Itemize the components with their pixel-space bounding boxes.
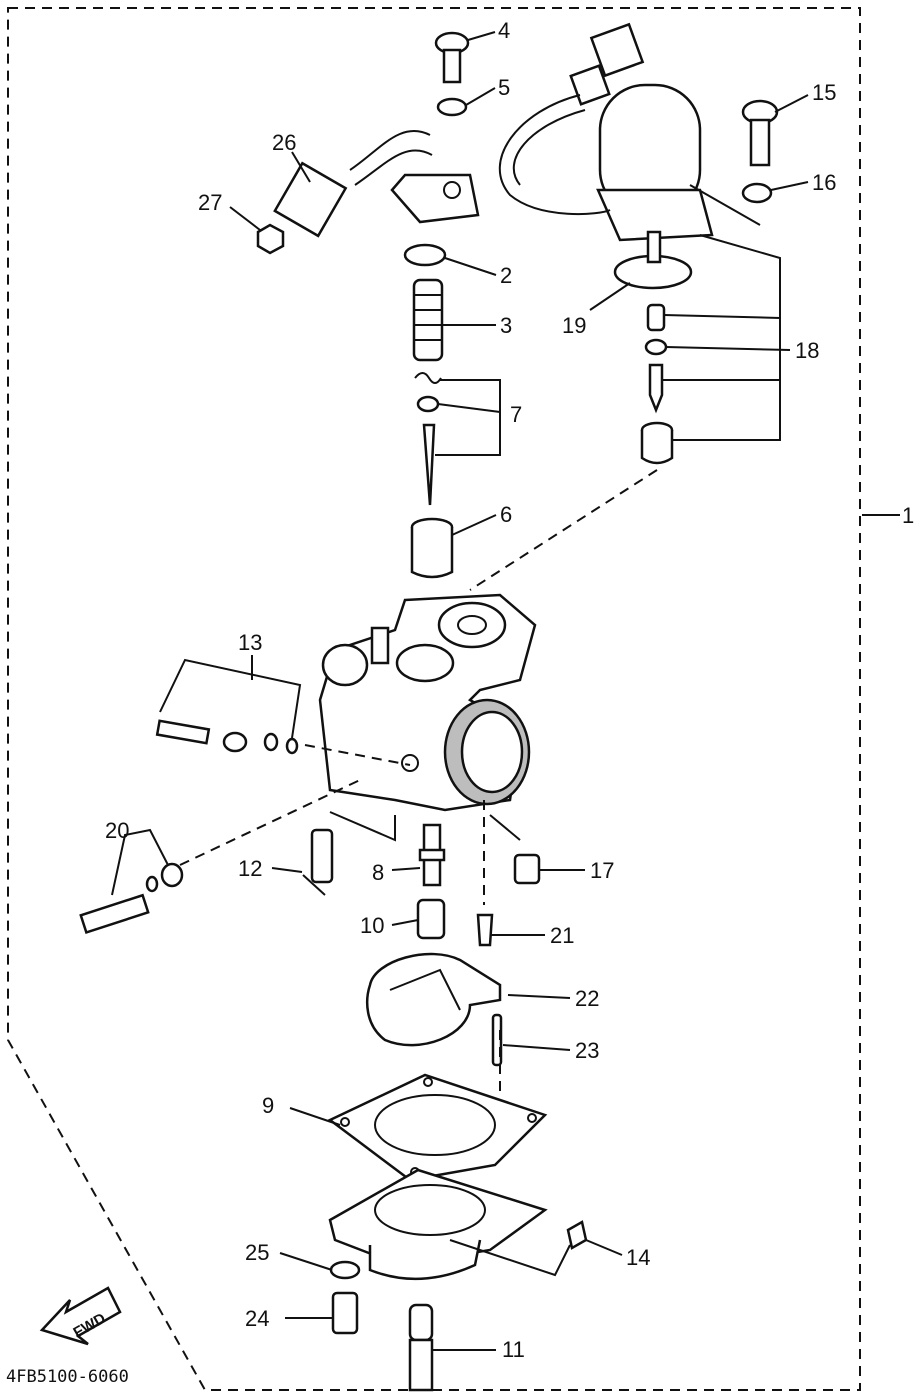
assembly-line: [304, 744, 411, 766]
diagram-code: 4FB5100-6060: [6, 1367, 129, 1387]
part-spring-3: [412, 278, 444, 362]
part-starter-jet-12: [302, 828, 334, 896]
callout-23: 23: [575, 1038, 599, 1063]
part-clip-16: [741, 182, 773, 204]
part-spring-18a: [646, 303, 666, 332]
part-throttle-valve-6: [410, 517, 454, 579]
part-plunger-sleeve: [640, 421, 674, 465]
part-screw-17: [513, 853, 541, 885]
callout-11: 11: [502, 1337, 525, 1362]
assembly-line: [329, 811, 396, 842]
part-clip-18b: [644, 338, 668, 356]
callout-24: 24: [245, 1306, 269, 1331]
part-carburetor-body-1: [318, 593, 537, 812]
part-screw-15: [741, 99, 779, 167]
part-nut-27: [256, 223, 285, 255]
callout-26: 26: [272, 130, 296, 155]
callout-8: 8: [372, 860, 384, 885]
callout-6: 6: [500, 502, 512, 527]
part-drain-screw-24: [331, 1291, 359, 1335]
callout-2: 2: [500, 263, 512, 288]
part-pilot-screw-13: [155, 658, 302, 755]
callout-19: 19: [562, 313, 586, 338]
callout-15: 15: [812, 80, 836, 105]
callout-22: 22: [575, 986, 599, 1011]
part-needle-valve-21: [476, 913, 494, 947]
part-drain-hose-11: [408, 1303, 434, 1392]
part-needle-set-7: [414, 372, 442, 506]
callout-17: 17: [590, 858, 614, 883]
callout-3: 3: [500, 313, 512, 338]
callout-12: 12: [238, 856, 262, 881]
part-float-bowl-14: [328, 1168, 588, 1281]
callout-18: 18: [795, 338, 819, 363]
leader-lines: [229, 31, 809, 1351]
callout-13: 13: [238, 630, 262, 655]
part-autochoke-18: [498, 22, 714, 290]
part-throttle-stop-20: [79, 828, 184, 935]
part-main-nozzle-8: [418, 823, 446, 887]
part-plunger-18c: [648, 363, 664, 414]
callout-1: 1: [902, 503, 914, 528]
part-screw-4: [434, 31, 470, 84]
callout-10: 10: [360, 913, 384, 938]
callout-9: 9: [262, 1093, 274, 1118]
callout-4: 4: [498, 18, 510, 43]
callout-14: 14: [626, 1245, 650, 1270]
part-hose-26: [273, 129, 433, 238]
fwd-arrow-icon: FWD: [39, 1286, 122, 1346]
part-gasket-9: [327, 1073, 548, 1182]
part-oring-2: [403, 243, 447, 267]
assembly-line: [469, 469, 658, 591]
callout-7: 7: [510, 402, 522, 427]
callout-21: 21: [550, 923, 574, 948]
part-main-jet-10: [416, 898, 446, 940]
callout-20: 20: [105, 818, 129, 843]
assembly-line: [489, 814, 521, 841]
callout-25: 25: [245, 1240, 269, 1265]
callout-5: 5: [498, 75, 510, 100]
part-top-cover: [390, 173, 480, 224]
callout-27: 27: [198, 190, 222, 215]
part-washer-25: [329, 1260, 361, 1280]
part-washer-5: [436, 97, 468, 117]
part-float-22: [365, 952, 502, 1047]
callout-16: 16: [812, 170, 836, 195]
